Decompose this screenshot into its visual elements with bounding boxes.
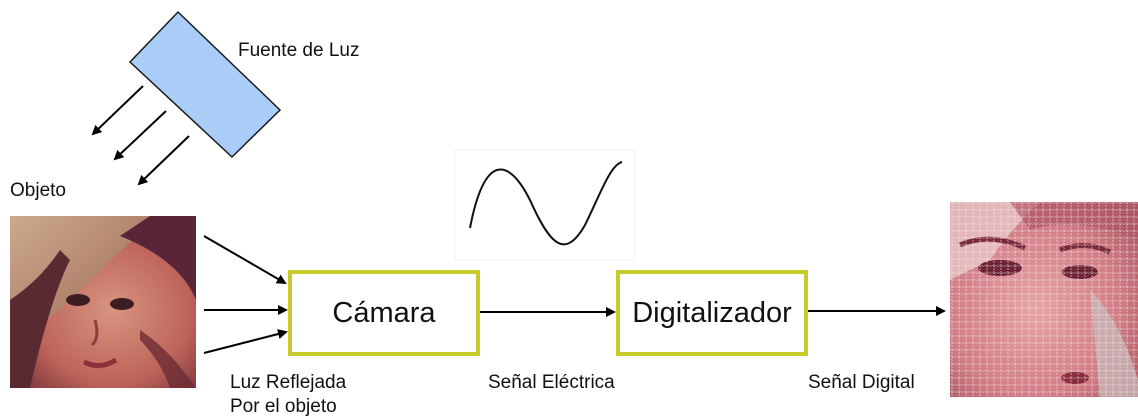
electric-signal-label: Señal Eléctrica bbox=[488, 372, 615, 393]
object-photo bbox=[10, 216, 196, 388]
object-label: Objeto bbox=[10, 180, 66, 201]
digital-signal-label: Señal Digital bbox=[808, 372, 915, 393]
digitizer-block-label: Digitalizador bbox=[632, 296, 792, 329]
reflected-arrow-top bbox=[203, 235, 287, 285]
light-ray-arrow bbox=[137, 135, 190, 186]
light-ray-arrow bbox=[91, 85, 144, 136]
reflected-light-label-line2: Por el objeto bbox=[230, 396, 337, 417]
analog-wave bbox=[469, 161, 623, 246]
digital-image bbox=[950, 202, 1138, 397]
light-source-shape bbox=[128, 10, 282, 159]
light-source-label: Fuente de Luz bbox=[238, 40, 360, 61]
reflected-light-label-line1: Luz Reflejada bbox=[230, 372, 347, 393]
light-ray-arrow bbox=[113, 110, 167, 161]
camera-block-label: Cámara bbox=[332, 296, 436, 329]
reflected-arrow-bottom bbox=[203, 329, 288, 354]
camera-block: Cámara bbox=[288, 270, 480, 356]
digitizer-block: Digitalizador bbox=[616, 270, 808, 356]
signal-sketch-frame bbox=[454, 149, 636, 261]
